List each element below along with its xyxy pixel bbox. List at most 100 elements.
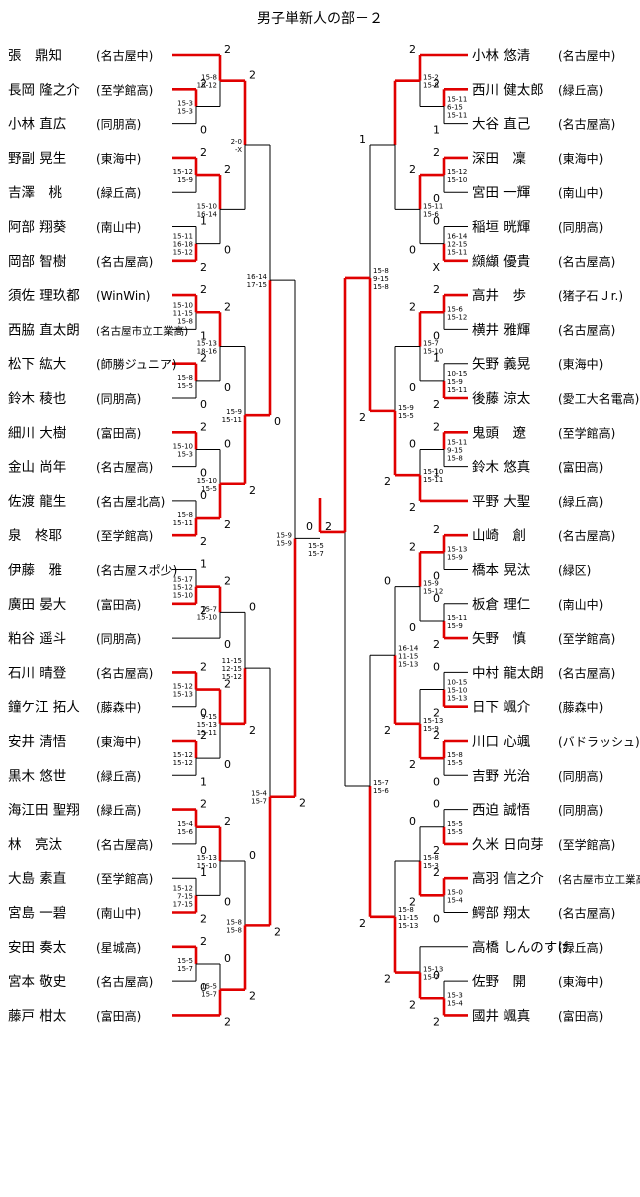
match-result: 2 (224, 1015, 231, 1028)
match-score: 10-15 (447, 370, 467, 378)
player-club: (名古屋高) (558, 906, 615, 921)
match-result: 0 (433, 329, 440, 342)
match-score: 15-4 (447, 999, 463, 1007)
match-score: 15-4 (447, 896, 463, 904)
match-score: 15-9 (276, 539, 292, 547)
match-result: 2 (224, 163, 231, 176)
match-score: 16-14 (447, 233, 468, 241)
match-score: 15-13 (398, 660, 418, 668)
player-name: 藤戸 柑太 (8, 1008, 67, 1024)
match-score: 15-10 (423, 468, 443, 476)
match-score: 15-8 (201, 74, 217, 82)
match-result: 0 (224, 758, 231, 771)
player-name: 須佐 理玖都 (8, 288, 80, 304)
match-result: 0 (224, 895, 231, 908)
match-score: 15-11 (447, 249, 467, 257)
match-score: 15-12 (173, 249, 193, 257)
player-club: (同朋高) (96, 391, 141, 406)
match-result: 2 (433, 77, 440, 90)
match-score: 15-3 (177, 99, 193, 107)
match-score: 11-15 (398, 652, 418, 660)
final-score: 15-7 (308, 550, 324, 558)
match-result: 2 (200, 283, 207, 296)
match-score: 15-11 (423, 202, 443, 210)
player-club: (名古屋高) (558, 665, 615, 680)
player-name: 後藤 涼太 (472, 391, 531, 407)
match-score: 16-14 (247, 273, 268, 281)
match-score: 15-10 (447, 687, 467, 695)
match-result: 0 (224, 952, 231, 965)
match-score: 15-8 (177, 374, 193, 382)
match-result: 0 (224, 381, 231, 394)
match-score: 15-6 (447, 305, 463, 313)
match-score: 15-8 (177, 511, 193, 519)
match-score: 16-14 (398, 644, 419, 652)
player-club: (同朋高) (558, 768, 603, 783)
match-result: 0 (224, 244, 231, 257)
match-score: 7-15 (177, 892, 193, 900)
match-result: 0 (433, 798, 440, 811)
match-score: 15-11 (447, 386, 467, 394)
match-score: 15-10 (423, 348, 443, 356)
player-name: 高井 歩 (472, 287, 526, 304)
match-result: 2 (224, 815, 231, 828)
match-result: 2 (409, 501, 416, 514)
player-club: (東海中) (558, 151, 603, 166)
match-score: 18-16 (197, 348, 218, 356)
match-result: 2 (200, 146, 207, 159)
player-name: 吉澤 桃 (8, 185, 62, 201)
match-result: 1 (433, 352, 440, 365)
match-result: 2 (433, 523, 440, 536)
match-score: 15-12 (173, 584, 193, 592)
player-club: (名古屋北高) (96, 494, 165, 509)
match-score: 15-12 (173, 751, 193, 759)
match-score: 15-3 (177, 450, 193, 458)
match-score: 11-15 (398, 914, 418, 922)
match-score: 15-9 (276, 531, 292, 539)
player-name: 橋本 晃汰 (472, 563, 531, 579)
player-name: 西川 健太郎 (472, 82, 544, 98)
player-name: 久米 日向芽 (472, 837, 544, 853)
match-result: 1 (200, 558, 207, 571)
match-score: 17-15 (247, 281, 267, 289)
match-score: 15-5 (447, 759, 463, 767)
match-result: 2 (409, 163, 416, 176)
player-club: (東海中) (558, 357, 603, 372)
player-name: 小林 直広 (8, 117, 66, 133)
match-score: 15-4 (177, 820, 193, 828)
match-score: 15-13 (197, 721, 217, 729)
match-result: 2 (433, 420, 440, 433)
match-result: 0 (433, 775, 440, 788)
player-club: (富田高) (96, 425, 141, 440)
match-result: 0 (433, 913, 440, 926)
match-score: 15-10 (173, 301, 193, 309)
match-score: 16-18 (173, 241, 193, 249)
player-club: (藤森中) (96, 700, 141, 715)
player-name: 黒木 悠世 (8, 768, 66, 784)
match-score: 15-11 (447, 614, 467, 622)
player-name: 日下 颯介 (472, 700, 531, 716)
player-club: (猪子石Ｊr.) (558, 289, 623, 303)
match-score: 15-8 (226, 926, 242, 934)
player-club: (東海中) (96, 151, 141, 166)
match-result: 2 (433, 638, 440, 651)
player-club: (WinWin) (96, 289, 150, 303)
player-club: (名古屋市立工業高) (96, 324, 188, 337)
match-result: 2 (249, 724, 256, 737)
match-result: 2 (200, 798, 207, 811)
player-club: (緑区) (558, 563, 591, 578)
match-score: 15-12 (197, 82, 217, 90)
match-score: 15-5 (201, 983, 217, 991)
match-score: 15-12 (173, 884, 193, 892)
match-score: 15-12 (447, 168, 467, 176)
player-club: (緑丘高) (558, 940, 603, 955)
match-result: 0 (433, 592, 440, 605)
match-result: 0 (409, 621, 416, 634)
match-result: 0 (409, 815, 416, 828)
player-club: (名古屋高) (96, 665, 153, 680)
player-club: (同朋高) (96, 117, 141, 132)
match-score: 15-11 (447, 95, 467, 103)
match-score: 15-11 (423, 476, 443, 484)
match-result: 2 (249, 484, 256, 497)
match-score: 15-11 (197, 729, 217, 737)
